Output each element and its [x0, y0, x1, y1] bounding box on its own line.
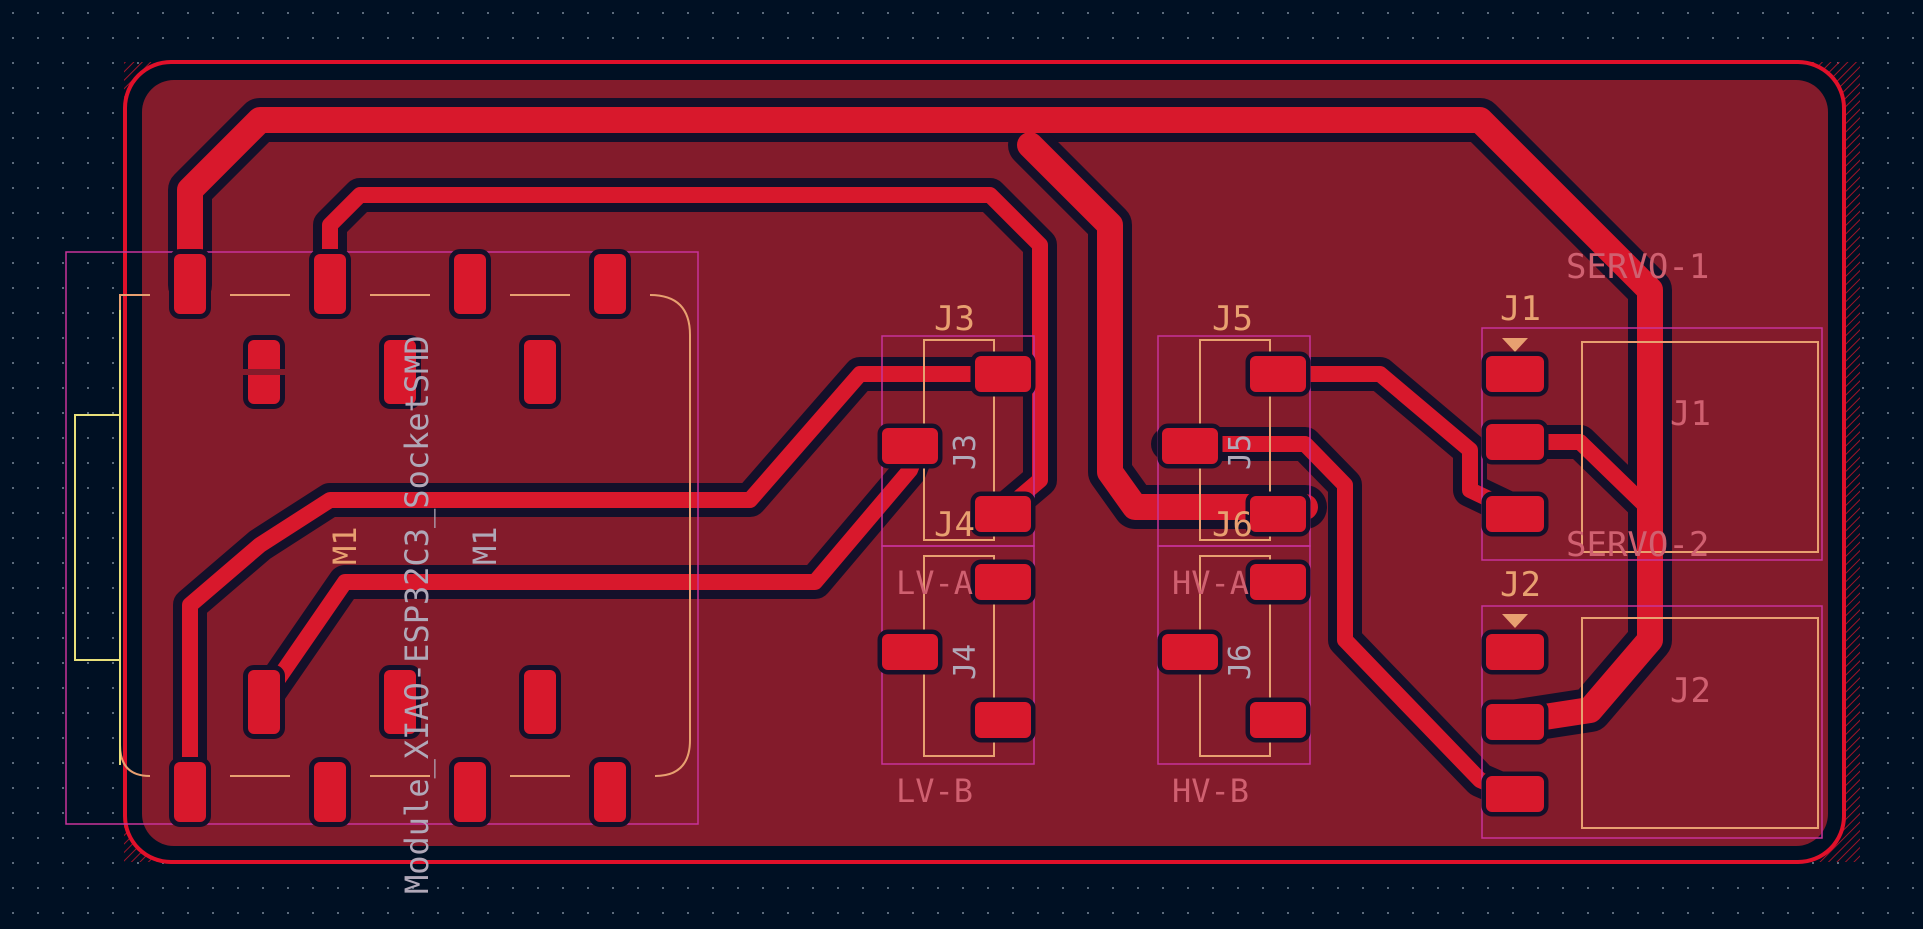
m1-value-text: Module_XIAO-ESP32C3_SocketSMD — [398, 335, 436, 894]
m1-pad-13[interactable] — [449, 757, 491, 827]
j3-fab-reference: J3 — [948, 434, 983, 470]
m1-pad-4[interactable] — [589, 249, 631, 319]
j4-pad-1[interactable] — [970, 559, 1036, 605]
trace-main-bus — [177, 107, 1663, 735]
j1-pad-2[interactable] — [1481, 419, 1549, 465]
trace-servo-power — [1017, 132, 1318, 520]
j3-pad-2[interactable] — [877, 423, 943, 469]
m1-pad-8[interactable] — [243, 665, 285, 739]
m1-pad-12[interactable] — [309, 757, 351, 827]
j4-reference: J4 — [934, 505, 975, 545]
m1-pad-14[interactable] — [589, 757, 631, 827]
module-m1[interactable]: Module_XIAO-ESP32C3_SocketSMD M1 M1 — [65, 249, 699, 894]
j1-body — [1581, 341, 1819, 553]
j1-pad-3[interactable] — [1481, 491, 1549, 537]
m1-pad-1[interactable] — [169, 249, 211, 319]
j6-pad-1[interactable] — [1245, 559, 1311, 605]
j3-reference: J3 — [934, 299, 975, 339]
j1-reference: J1 — [1500, 289, 1541, 329]
lv-b-label: LV-B — [896, 772, 973, 810]
j2-reference: J2 — [1500, 565, 1541, 605]
m1-pad-3[interactable] — [449, 249, 491, 319]
m1-pad-10[interactable] — [519, 665, 561, 739]
m1-courtyard — [65, 251, 699, 825]
m1-pad-2[interactable] — [309, 249, 351, 319]
j1-pad-1[interactable] — [1481, 351, 1549, 397]
connector-j3[interactable]: J3 J3 — [877, 299, 1036, 547]
j2-pin1-marker — [1502, 614, 1528, 628]
j2-pad-2[interactable] — [1481, 699, 1549, 745]
j1-fab-reference: J1 — [1670, 394, 1711, 434]
servo-2-label: SERVO-2 — [1566, 525, 1709, 565]
lv-a-label: LV-A — [896, 564, 973, 602]
hv-b-label: HV-B — [1172, 772, 1249, 810]
connector-j1[interactable]: J1 J1 SERVO-1 SERVO-2 — [1481, 247, 1823, 565]
servo-1-label: SERVO-1 — [1566, 247, 1709, 287]
m1-pad-7[interactable] — [519, 335, 561, 409]
copper-pour[interactable] — [142, 80, 1828, 846]
j6-reference: J6 — [1212, 505, 1253, 545]
m1-pad-6[interactable] — [379, 335, 421, 409]
m1-pad-9[interactable] — [379, 665, 421, 739]
j2-pad-1[interactable] — [1481, 629, 1549, 675]
j4-pad-3[interactable] — [970, 697, 1036, 743]
hv-a-label: HV-A — [1172, 564, 1249, 602]
j6-pad-3[interactable] — [1245, 697, 1311, 743]
j5-pad-1[interactable] — [1245, 351, 1311, 397]
m1-pad-11[interactable] — [169, 757, 211, 827]
j2-fab-reference: J2 — [1670, 671, 1711, 711]
connector-j5[interactable]: J5 J5 — [1157, 299, 1311, 547]
j5-fab-reference: J5 — [1223, 434, 1258, 470]
j5-pad-2[interactable] — [1157, 423, 1223, 469]
j2-body — [1581, 617, 1819, 829]
j1-pin1-marker — [1502, 338, 1528, 352]
j3-pad-3[interactable] — [970, 491, 1036, 537]
connector-j6[interactable]: J6 J6 HV-A HV-B — [1157, 505, 1311, 810]
j6-fab-reference: J6 — [1223, 644, 1258, 680]
j4-pad-2[interactable] — [877, 629, 943, 675]
j5-pad-3[interactable] — [1245, 491, 1311, 537]
m1-reference: M1 — [326, 526, 364, 565]
connector-j2[interactable]: J2 J2 — [1481, 565, 1823, 839]
connector-j4[interactable]: J4 J4 LV-A LV-B — [877, 505, 1036, 810]
j2-pad-3[interactable] — [1481, 771, 1549, 817]
j4-fab-reference: J4 — [948, 644, 983, 680]
j5-reference: J5 — [1212, 299, 1253, 339]
trace-signal-1 — [322, 187, 1048, 522]
j6-pad-2[interactable] — [1157, 629, 1223, 675]
j3-pad-1[interactable] — [970, 351, 1036, 397]
trace-signal-2 — [182, 366, 1011, 798]
m1-fab-reference: M1 — [466, 526, 504, 565]
